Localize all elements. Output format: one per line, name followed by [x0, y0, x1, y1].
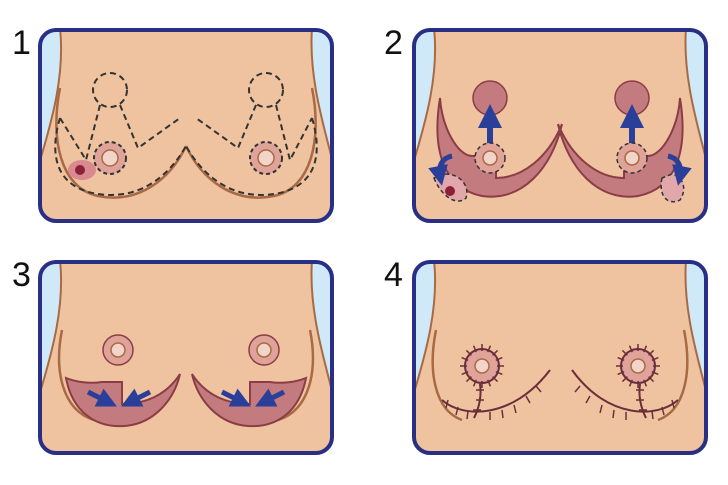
areola-stitch	[628, 379, 633, 387]
areola-stitch	[487, 345, 492, 353]
areola-stitch	[465, 376, 472, 383]
torso	[40, 262, 332, 453]
areola-stitch	[472, 379, 477, 387]
right-tissue-flap	[191, 373, 308, 428]
right-nipple-icon	[256, 342, 272, 358]
left-keyhole-circle	[92, 72, 128, 108]
right-down-arrow	[667, 153, 692, 186]
left-down-arrow	[428, 153, 453, 186]
left-keyhole-tissue	[472, 80, 508, 116]
areola-stitch	[495, 356, 503, 361]
areola-stitch	[461, 371, 469, 376]
areola-stitch	[617, 371, 625, 376]
right-keyhole-tissue	[614, 80, 650, 116]
areola-stitch	[648, 376, 655, 383]
areola-stitch	[617, 356, 625, 361]
areola-stitch	[461, 356, 469, 361]
left-vertical-suture	[473, 383, 482, 419]
right-nipple-icon	[257, 149, 275, 167]
panel-frame	[412, 260, 708, 455]
right-keyhole-circle	[248, 72, 284, 108]
right-inward-arrow-b	[255, 388, 286, 407]
lesion-icon	[445, 186, 455, 196]
areola-stitch	[621, 349, 628, 356]
left-suture-stitches	[445, 385, 542, 420]
step-number-4: 4	[384, 256, 403, 294]
left-tissue-flap	[64, 373, 181, 428]
areola-stitch	[643, 345, 648, 353]
areola-stitch	[492, 376, 499, 383]
right-inward-arrow-a	[220, 388, 251, 407]
right-incision-pattern	[185, 104, 318, 196]
left-inward-arrow-b	[121, 388, 152, 407]
left-incision-pattern	[54, 104, 187, 196]
left-breast-outline	[57, 329, 95, 422]
left-nipple-icon	[474, 358, 490, 374]
right-breast-outline	[277, 329, 315, 422]
panel-frame	[412, 28, 708, 223]
panel-step-2	[412, 28, 708, 223]
panel-frame	[38, 28, 334, 223]
panel-step-3	[38, 260, 334, 455]
left-nipple-icon	[110, 342, 126, 358]
left-inframammary-suture	[441, 369, 551, 413]
right-nipple-icon	[630, 358, 646, 374]
torso	[40, 30, 332, 221]
areola-stitch	[495, 371, 503, 376]
left-nipple-icon	[482, 150, 498, 166]
left-breast-outline	[431, 329, 463, 422]
areola-stitch	[487, 379, 492, 387]
right-suture-stitches	[574, 385, 675, 420]
panel-step-4	[412, 260, 708, 455]
areola-stitch	[492, 349, 499, 356]
panel-step-1	[38, 28, 334, 223]
right-breast-outline	[657, 329, 689, 422]
areola-stitch	[628, 345, 633, 353]
right-nipple-icon	[624, 150, 640, 166]
right-inframammary-suture	[571, 369, 679, 413]
areola-radial-stitches	[460, 344, 660, 388]
step-number-3: 3	[12, 256, 31, 294]
areola-stitch	[651, 356, 659, 361]
areola-stitch	[651, 371, 659, 376]
step-number-1: 1	[12, 24, 31, 62]
areola-stitch	[621, 376, 628, 383]
torso	[414, 262, 706, 453]
left-inward-arrow-a	[86, 388, 117, 407]
right-vertical-suture	[638, 383, 647, 419]
areola-stitch	[472, 345, 477, 353]
areola-stitch	[465, 349, 472, 356]
areola-stitch	[648, 349, 655, 356]
panel-frame	[38, 260, 334, 455]
areola-stitch	[643, 379, 648, 387]
step-number-2: 2	[384, 24, 403, 62]
lesion-icon	[75, 165, 85, 175]
left-nipple-icon	[101, 149, 119, 167]
